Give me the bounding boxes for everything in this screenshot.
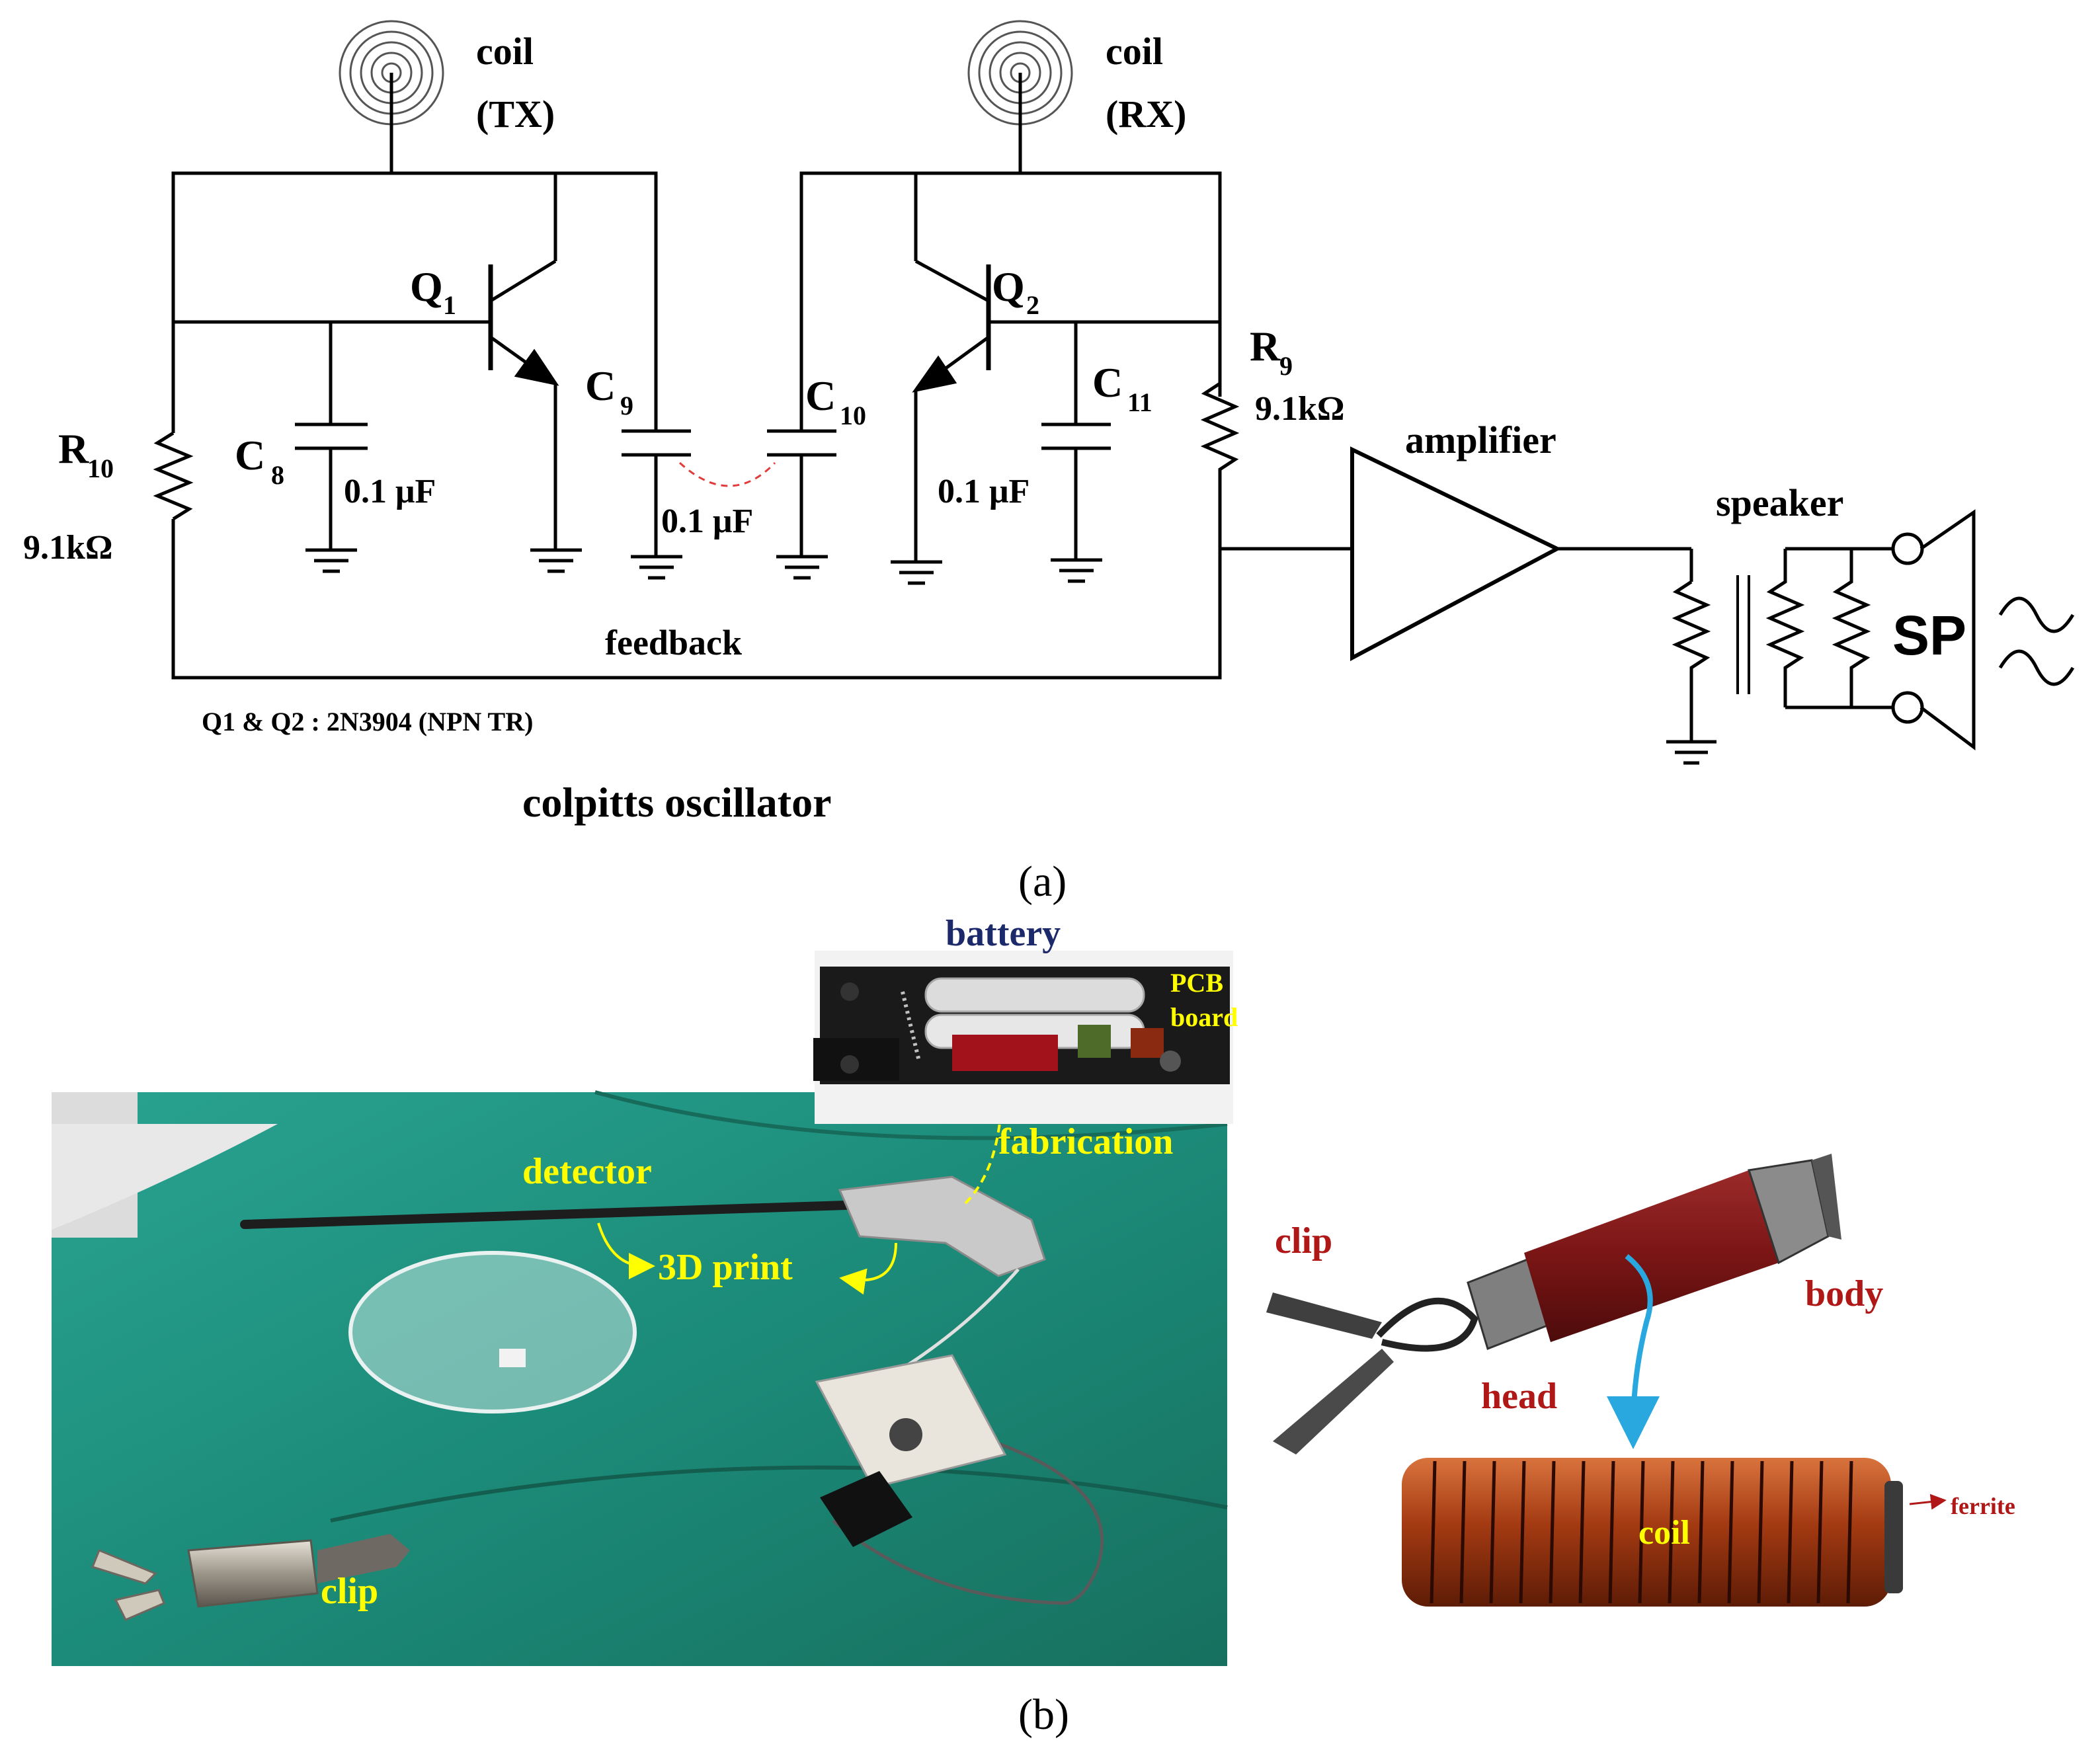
c9-subscript: 9 — [620, 391, 633, 420]
speaker-label: speaker — [1716, 481, 1843, 524]
q2-subscript: 2 — [1026, 290, 1039, 320]
c11-label: C — [1092, 359, 1123, 406]
clip-3d-model — [1266, 1154, 1841, 1454]
c9-c10-value: 0.1 μF — [661, 502, 753, 540]
feedback-label: feedback — [605, 623, 742, 662]
coil-tx-label-2: (TX) — [476, 93, 555, 136]
amplifier-triangle — [1350, 446, 1562, 661]
c8-subscript: 8 — [271, 460, 284, 490]
print-3d-label: 3D print — [658, 1247, 793, 1288]
battery-inset-photo — [813, 951, 1233, 1124]
coil-tx-label-1: coil — [476, 30, 534, 73]
q1-subscript: 1 — [443, 290, 456, 320]
r10-value: 9.1kΩ — [23, 529, 113, 567]
battery-label: battery — [946, 913, 1061, 954]
head-label: head — [1481, 1376, 1557, 1417]
r9-subscript: 9 — [1279, 351, 1293, 381]
photo-labels: battery PCB board fabrication detector 3… — [321, 913, 2015, 1739]
detector-photo — [52, 1060, 1228, 1666]
coil-rx-label-1: coil — [1106, 30, 1163, 73]
pcb-label-1: PCB — [1170, 968, 1223, 998]
r10-subscript: 10 — [87, 454, 114, 483]
speaker-horn-icon — [1919, 509, 1976, 750]
c10-subscript: 10 — [840, 401, 866, 430]
circuit-labels: coil (TX) coil (RX) Q 1 Q 2 R 10 9.1kΩ C… — [23, 30, 1966, 906]
c11-subscript: 11 — [1127, 387, 1152, 417]
clip-photo — [91, 1534, 410, 1621]
c9-label: C — [585, 362, 616, 409]
caption-b: (b) — [1018, 1691, 1069, 1739]
circuit-title: colpitts oscillator — [522, 779, 831, 826]
c8-value: 0.1 μF — [344, 473, 436, 510]
resistor-r10 — [153, 431, 194, 521]
body-label: body — [1805, 1273, 1883, 1314]
transistor-note: Q1 & Q2 : 2N3904 (NPN TR) — [202, 707, 533, 737]
r9-value: 9.1kΩ — [1255, 390, 1345, 428]
c8-label: C — [235, 432, 265, 479]
coil-rx-label-2: (RX) — [1106, 93, 1186, 136]
amplifier-label: amplifier — [1405, 418, 1556, 461]
sound-wave-icon — [1998, 596, 2075, 633]
c10-label: C — [805, 372, 836, 419]
q2-label: Q — [992, 263, 1025, 310]
speaker-sp-label: SP — [1892, 604, 1966, 666]
c11-value: 0.1 μF — [938, 473, 1030, 510]
petri-dish — [348, 1251, 637, 1414]
detector-probe — [240, 1175, 1046, 1277]
coil-label: coil — [1638, 1514, 1690, 1552]
clip-photo-label: clip — [321, 1571, 378, 1612]
r10-label: R — [58, 425, 89, 472]
caption-a: (a) — [1018, 857, 1067, 906]
q1-label: Q — [410, 263, 443, 310]
circuit-schematic — [153, 20, 2075, 765]
clip-model-label: clip — [1275, 1220, 1332, 1261]
r9-label: R — [1250, 323, 1281, 370]
fabrication-label: fabrication — [998, 1121, 1173, 1162]
ferrite-label: ferrite — [1951, 1493, 2015, 1519]
copper-coil-photo — [1402, 1458, 1947, 1607]
detector-label: detector — [522, 1151, 652, 1192]
pcb-label-2: board — [1170, 1002, 1238, 1032]
resistor-r9 — [1200, 381, 1240, 678]
